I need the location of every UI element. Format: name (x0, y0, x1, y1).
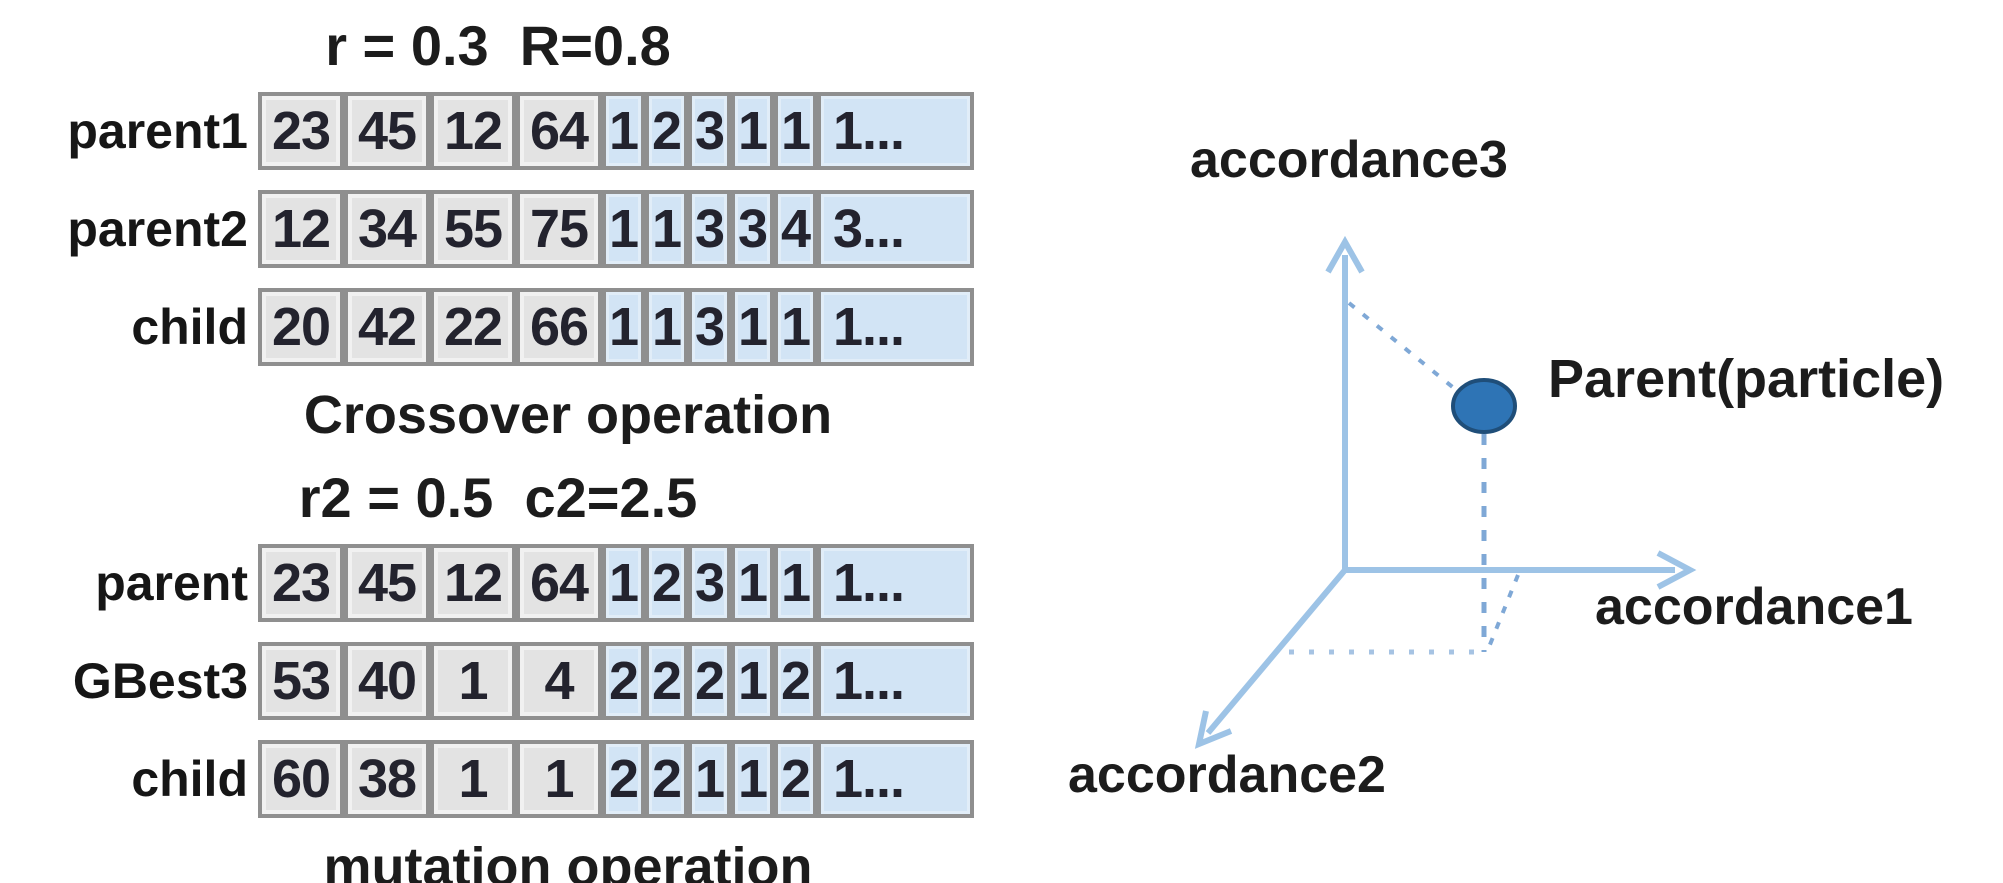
gene-cell: 1 (731, 92, 774, 170)
row-label: parent1 (67, 103, 248, 159)
gene-cell: 1 (688, 740, 731, 818)
gene-cell: 2 (774, 740, 817, 818)
gene-cell: 53 (258, 642, 344, 720)
row-label: GBest3 (72, 653, 248, 709)
section-title: r = 0.3 R=0.8 (325, 14, 671, 77)
gene-cell: 64 (516, 544, 602, 622)
projection-to-axis1-dashed-line (1487, 574, 1520, 648)
gene-cell: 2 (688, 642, 731, 720)
gene-cell: 22 (430, 288, 516, 366)
row-label: child (131, 751, 248, 807)
gene-cell-ellipsis: 3... (817, 190, 974, 268)
gene-cell: 1 (430, 642, 516, 720)
row-label: child (131, 299, 248, 355)
gene-cell: 2 (602, 740, 645, 818)
gene-cell: 3 (688, 92, 731, 170)
gene-cell: 1 (602, 544, 645, 622)
gene-cell: 1 (602, 190, 645, 268)
gene-cell: 1 (731, 642, 774, 720)
gene-cell: 3 (688, 544, 731, 622)
gene-cell: 2 (645, 544, 688, 622)
accordance2-arrowhead-icon (1194, 710, 1233, 749)
gene-cell: 12 (258, 190, 344, 268)
gene-cell: 60 (258, 740, 344, 818)
accordance1-arrowhead-icon (1656, 550, 1697, 590)
gene-cell: 2 (645, 642, 688, 720)
gene-cell: 20 (258, 288, 344, 366)
gene-cell: 38 (344, 740, 430, 818)
gene-cell: 75 (516, 190, 602, 268)
gene-cell: 23 (258, 544, 344, 622)
accordance1-label: accordance1 (1595, 578, 1913, 636)
gene-cell: 3 (731, 190, 774, 268)
gene-cell: 1 (602, 288, 645, 366)
accordance3-label: accordance3 (1190, 131, 1508, 189)
gene-cell: 42 (344, 288, 430, 366)
gene-cell: 2 (602, 642, 645, 720)
accordance2-axis (1205, 568, 1348, 735)
gene-cell: 4 (774, 190, 817, 268)
axis3-to-particle-dashed-line (1347, 301, 1457, 391)
gene-cell: 66 (516, 288, 602, 366)
gene-cell: 1 (516, 740, 602, 818)
gene-cell: 1 (645, 288, 688, 366)
gene-cell: 12 (430, 92, 516, 170)
gene-cell: 1 (774, 544, 817, 622)
gene-cell: 1 (602, 92, 645, 170)
gene-cell-ellipsis: 1... (817, 544, 974, 622)
gene-cell: 1 (774, 288, 817, 366)
gene-cell: 2 (645, 740, 688, 818)
parent-particle-label: Parent(particle) (1548, 349, 1945, 409)
gene-cell: 1 (645, 190, 688, 268)
gene-cell: 40 (344, 642, 430, 720)
gene-cell: 45 (344, 544, 430, 622)
row-label: parent (95, 555, 248, 611)
gene-cell: 4 (516, 642, 602, 720)
gene-cell: 3 (688, 288, 731, 366)
gene-cell-ellipsis: 1... (817, 288, 974, 366)
gene-cell: 1 (430, 740, 516, 818)
section-caption: Crossover operation (303, 385, 833, 445)
gene-cell: 34 (344, 190, 430, 268)
gene-cell: 2 (774, 642, 817, 720)
section-title: r2 = 0.5 c2=2.5 (298, 466, 698, 529)
gene-cell-ellipsis: 1... (817, 92, 974, 170)
parent-particle-dot (1451, 378, 1517, 434)
gene-cell-ellipsis: 1... (817, 740, 974, 818)
gene-cell: 23 (258, 92, 344, 170)
gene-cell: 64 (516, 92, 602, 170)
gene-cell-ellipsis: 1... (817, 642, 974, 720)
gene-cell: 1 (731, 544, 774, 622)
accordance2-label: accordance2 (1068, 746, 1386, 804)
gene-cell: 1 (731, 288, 774, 366)
row-label: parent2 (67, 201, 248, 257)
gene-cell: 1 (731, 740, 774, 818)
accordance3-arrowhead-icon (1325, 235, 1365, 274)
gene-cell: 3 (688, 190, 731, 268)
section-caption: mutation operation (323, 837, 813, 883)
gene-cell: 12 (430, 544, 516, 622)
gene-cell: 1 (774, 92, 817, 170)
gene-cell: 55 (430, 190, 516, 268)
gene-cell: 2 (645, 92, 688, 170)
gene-cell: 45 (344, 92, 430, 170)
